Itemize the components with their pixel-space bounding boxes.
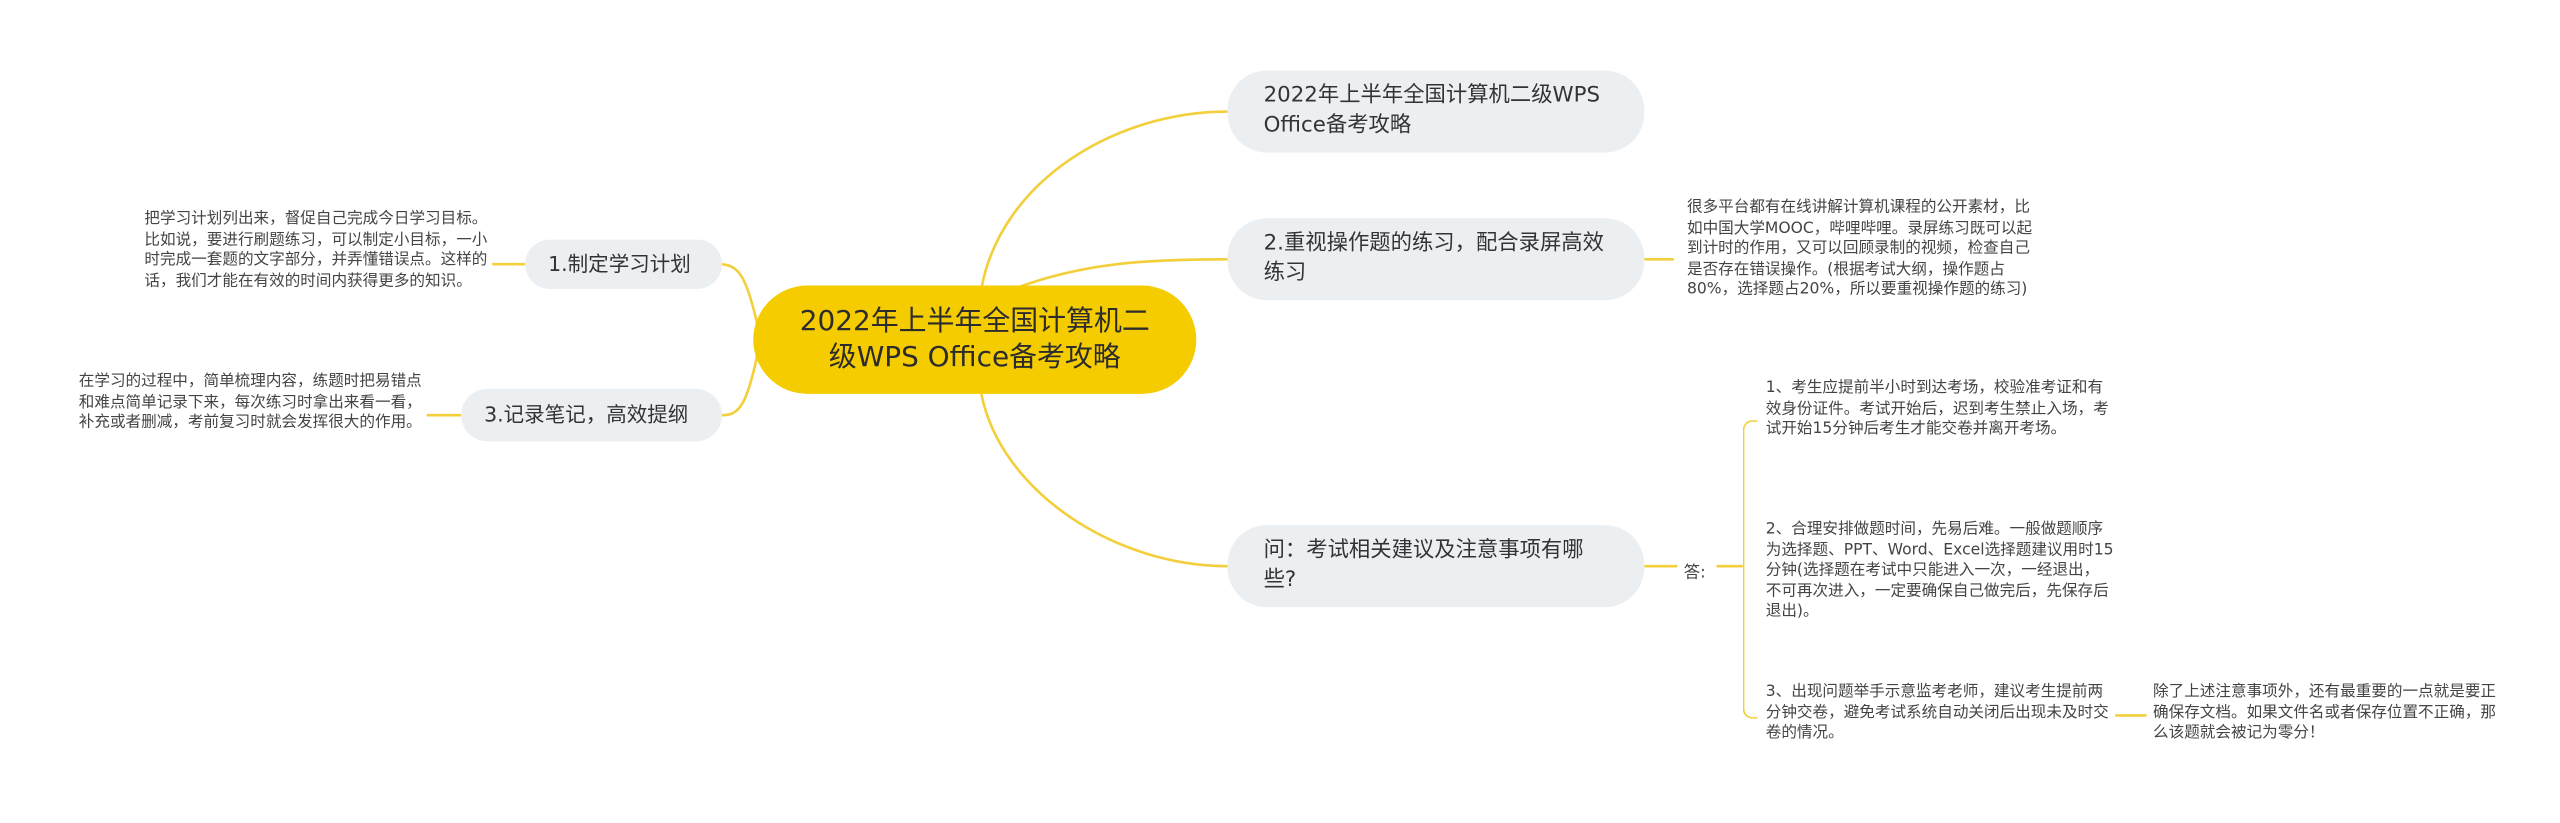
topic-practice[interactable]: 2.重视操作题的练习，配合录屏高效练习 (1227, 218, 1645, 301)
central-topic[interactable]: 2022年上半年全国计算机二级WPS Office备考攻略 (753, 285, 1197, 394)
answer-item-1: 1、考生应提前半小时到达考场，校验准考证和有效身份证件。考试开始后，迟到考生禁止… (1765, 379, 2109, 439)
topic-title[interactable]: 2022年上半年全国计算机二级WPS Office备考攻略 (1227, 70, 1645, 153)
link-root-t4 (721, 262, 760, 329)
link-root-t5 (722, 350, 760, 417)
link-root-t2 (1013, 257, 1228, 291)
link-root-t3 (980, 393, 1228, 568)
answer-label: 答: (1683, 564, 1706, 583)
answer-item-3: 3、出现问题举手示意监考老师，建议考生提前两分钟交卷，避免考试系统自动关闭后出现… (1765, 682, 2109, 743)
answer-brace (1742, 420, 1758, 719)
link-root-t1 (980, 110, 1228, 290)
note-notes: 在学习的过程中，简单梳理内容，练题时把易错点和难点简单记录下来，每次练习时拿出来… (78, 372, 422, 432)
note-study-plan: 把学习计划列出来，督促自己完成今日学习目标。比如说，要进行刷题练习，可以制定小目… (144, 210, 488, 291)
note-practice: 很多平台都有在线讲解计算机课程的公开素材，比如中国大学MOOC，哔哩哔哩。录屏练… (1686, 198, 2033, 300)
answer-item-3-detail: 除了上述注意事项外，还有最重要的一点就是要正确保存文档。如果文件名或者保存位置不… (2153, 682, 2497, 743)
topic-question[interactable]: 问：考试相关建议及注意事项有哪些? (1227, 525, 1645, 608)
topic-study-plan[interactable]: 1.制定学习计划 (525, 239, 723, 289)
answer-item-2: 2、合理安排做题时间，先易后难。一般做题顺序为选择题、PPT、Word、Exce… (1765, 520, 2114, 621)
topic-notes[interactable]: 3.记录笔记，高效提纲 (461, 388, 723, 442)
